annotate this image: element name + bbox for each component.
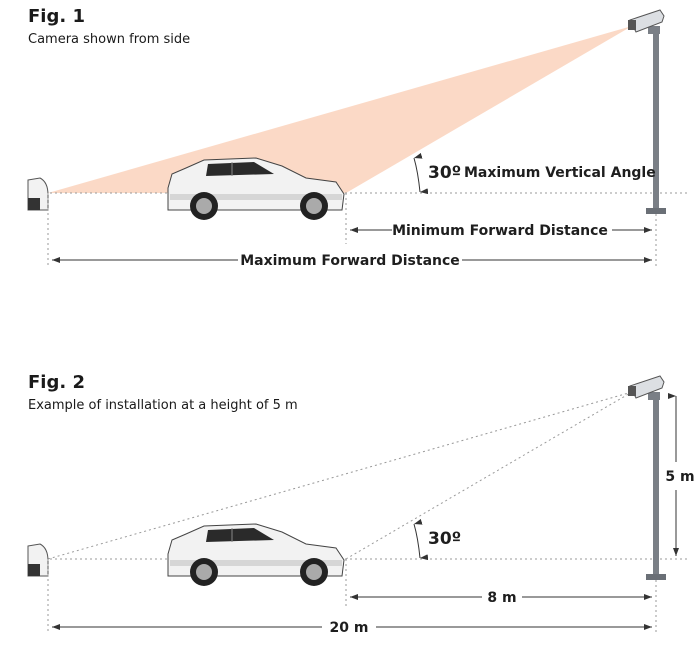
- fig1-subtitle: Camera shown from side: [28, 32, 191, 47]
- fig1-camera-pole: [628, 9, 666, 214]
- fig1-min-distance-label: Minimum Forward Distance: [392, 223, 608, 239]
- fig1-far-car: [27, 177, 49, 211]
- fig2-sight-line-far: [47, 391, 633, 560]
- fig2-car: [167, 523, 345, 586]
- fig1-view-cone: [48, 26, 632, 193]
- fig1-group: 30º Maximum Vertical Angle Minimum Forwa…: [27, 9, 690, 269]
- fig2-sight-line-near: [345, 391, 633, 560]
- fig2-camera-icon: [628, 375, 665, 399]
- fig1-camera-icon: [628, 9, 665, 33]
- fig2-group: 5 m 30º 8 m 20 m: [27, 375, 695, 636]
- fig2-angle-arc: [413, 518, 429, 561]
- fig1-car: [167, 157, 345, 220]
- fig1-angle-value: 30º: [428, 163, 461, 183]
- fig2-max-distance-label: 20 m: [330, 620, 369, 636]
- fig1-max-distance-label: Maximum Forward Distance: [240, 253, 460, 269]
- fig2-subtitle: Example of installation at a height of 5…: [28, 398, 298, 413]
- fig2-angle-value: 30º: [428, 529, 461, 549]
- fig2-title: Fig. 2: [28, 372, 85, 393]
- fig1-title: Fig. 1: [28, 6, 85, 27]
- fig2-height-label: 5 m: [665, 469, 694, 485]
- fig2-far-car: [27, 543, 49, 577]
- fig1-angle-label: Maximum Vertical Angle: [464, 165, 656, 181]
- fig2-min-distance-label: 8 m: [487, 590, 516, 606]
- fig2-camera-pole: [628, 375, 666, 580]
- fig1-angle-arc: [413, 152, 429, 195]
